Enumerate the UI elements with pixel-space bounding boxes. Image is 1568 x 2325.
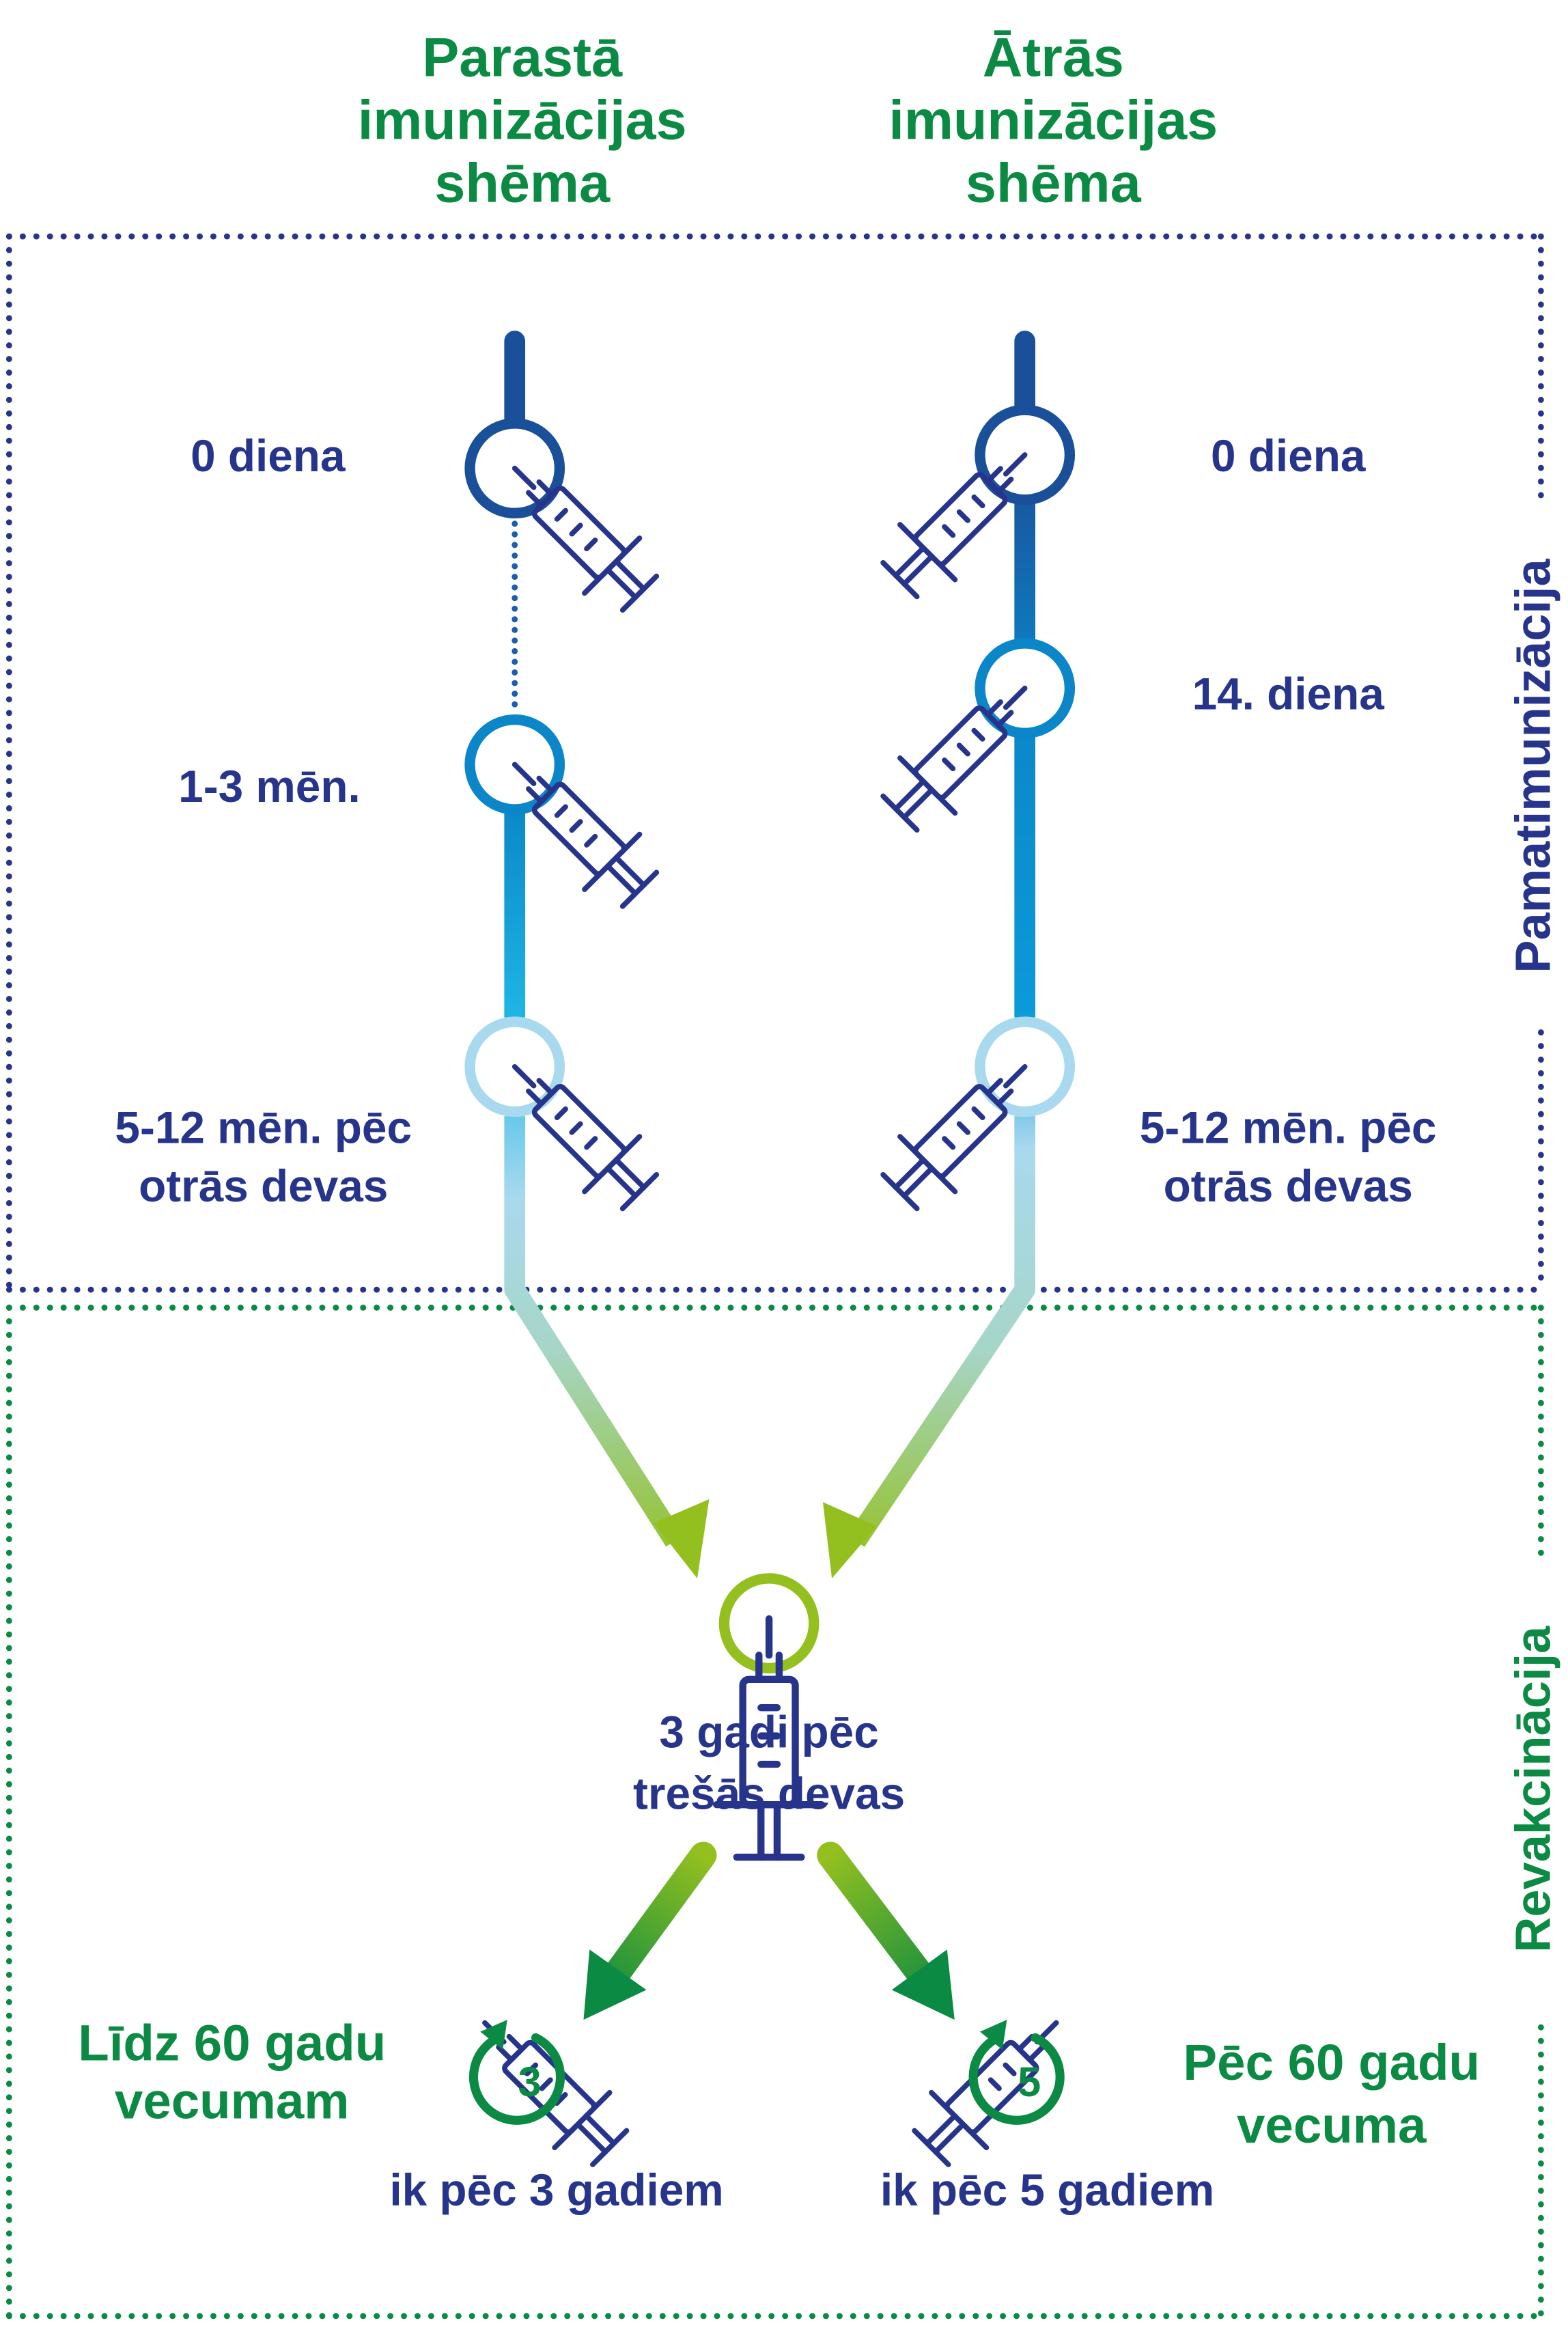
interval-text-5: ik pēc 5 gadiem xyxy=(880,2165,1214,2215)
over-60-label-line2: vecuma xyxy=(1237,2097,1427,2154)
interval-number-3: 3 xyxy=(518,2058,542,2105)
rapid-dose1-label: 0 diena xyxy=(1211,431,1366,481)
standard-dose2-label: 1-3 mēn. xyxy=(178,762,361,811)
under-60-label-line2: vecumam xyxy=(115,2073,350,2130)
standard-header-line2: imunizācijas xyxy=(358,90,687,152)
over-60-label-line1: Pēc 60 gadu xyxy=(1183,2034,1480,2091)
booster-section-label: Revakcinācija xyxy=(1507,1626,1561,1953)
interval-number-5: 5 xyxy=(1018,2058,1041,2105)
rapid-header-line1: Ātrās xyxy=(983,27,1124,89)
rapid-header-line3: shēma xyxy=(966,153,1142,214)
first-booster-label-line1: 3 gadi pēc xyxy=(659,1707,878,1757)
standard-header-line3: shēma xyxy=(434,153,611,214)
standard-dose1-label: 0 diena xyxy=(191,431,346,481)
arrow-to-under-60 xyxy=(583,1841,717,2020)
rapid-timeline xyxy=(822,331,1035,1578)
standard-timeline xyxy=(504,331,710,1578)
arrow-to-over-60 xyxy=(817,1841,955,2020)
syringe-icon xyxy=(487,441,667,620)
rapid-dose3-label-line1: 5-12 mēn. pēc xyxy=(1140,1103,1437,1153)
rapid-header-line2: imunizācijas xyxy=(888,90,1218,152)
under-60-label-line1: Līdz 60 gadu xyxy=(78,2014,386,2071)
rapid-dose3-label-line2: otrās devas xyxy=(1164,1161,1413,1211)
cycle-arrow-icon: 3 xyxy=(468,2020,565,2125)
syringe-icon xyxy=(458,1995,637,2175)
standard-dose3-label-line2: otrās devas xyxy=(139,1161,388,1211)
standard-dose3-label-line1: 5-12 mēn. pēc xyxy=(115,1103,412,1153)
interval-text-3: ik pēc 3 gadiem xyxy=(389,2165,723,2215)
rapid-dose2-label: 14. diena xyxy=(1192,669,1385,719)
primary-immunization-box xyxy=(5,233,1544,1293)
cycle-arrow-icon: 5 xyxy=(968,2020,1065,2125)
standard-header-line1: Parastā xyxy=(422,27,623,89)
first-booster-label-line2: trešās devas xyxy=(633,1768,905,1818)
booster-box xyxy=(5,1305,1544,2320)
primary-section-label: Pamatimunizācija xyxy=(1507,558,1561,973)
